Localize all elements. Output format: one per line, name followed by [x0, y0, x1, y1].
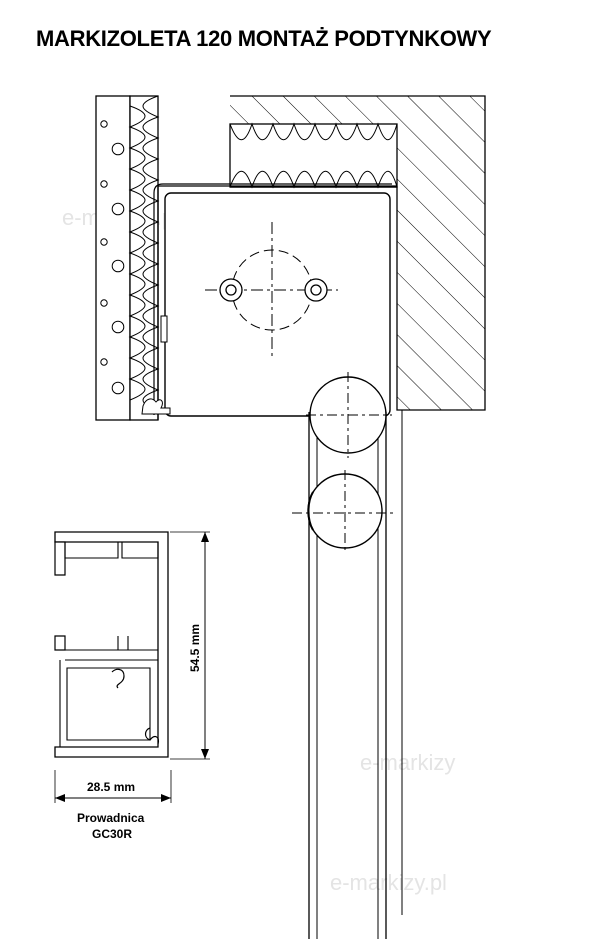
watermark: e-markizy.pl	[330, 870, 447, 895]
watermark: e-markizy	[360, 750, 455, 775]
profile-caption-code: GC30R	[92, 827, 132, 841]
dimension-width: 28.5 mm	[54, 770, 172, 803]
thermal-insulation-top	[229, 122, 398, 189]
page-title: MARKIZOLETA 120 MONTAŻ PODTYNKOWY	[36, 26, 492, 51]
cassette-box	[141, 183, 392, 417]
bolt-icon	[304, 278, 328, 302]
facade-plaster-strip	[95, 95, 131, 421]
guide-profile-cross-section	[54, 531, 169, 758]
bolt-icon	[219, 278, 243, 302]
dimension-height: 54.5 mm	[170, 531, 210, 760]
roller-tube	[205, 222, 338, 360]
height-label: 54.5 mm	[188, 624, 202, 672]
guide-wheel-upper	[306, 372, 392, 458]
profile-caption-name: Prowadnica	[77, 811, 145, 825]
mounting-channel	[157, 185, 397, 420]
guide-wheel-lower	[292, 470, 395, 553]
width-label: 28.5 mm	[87, 780, 135, 794]
